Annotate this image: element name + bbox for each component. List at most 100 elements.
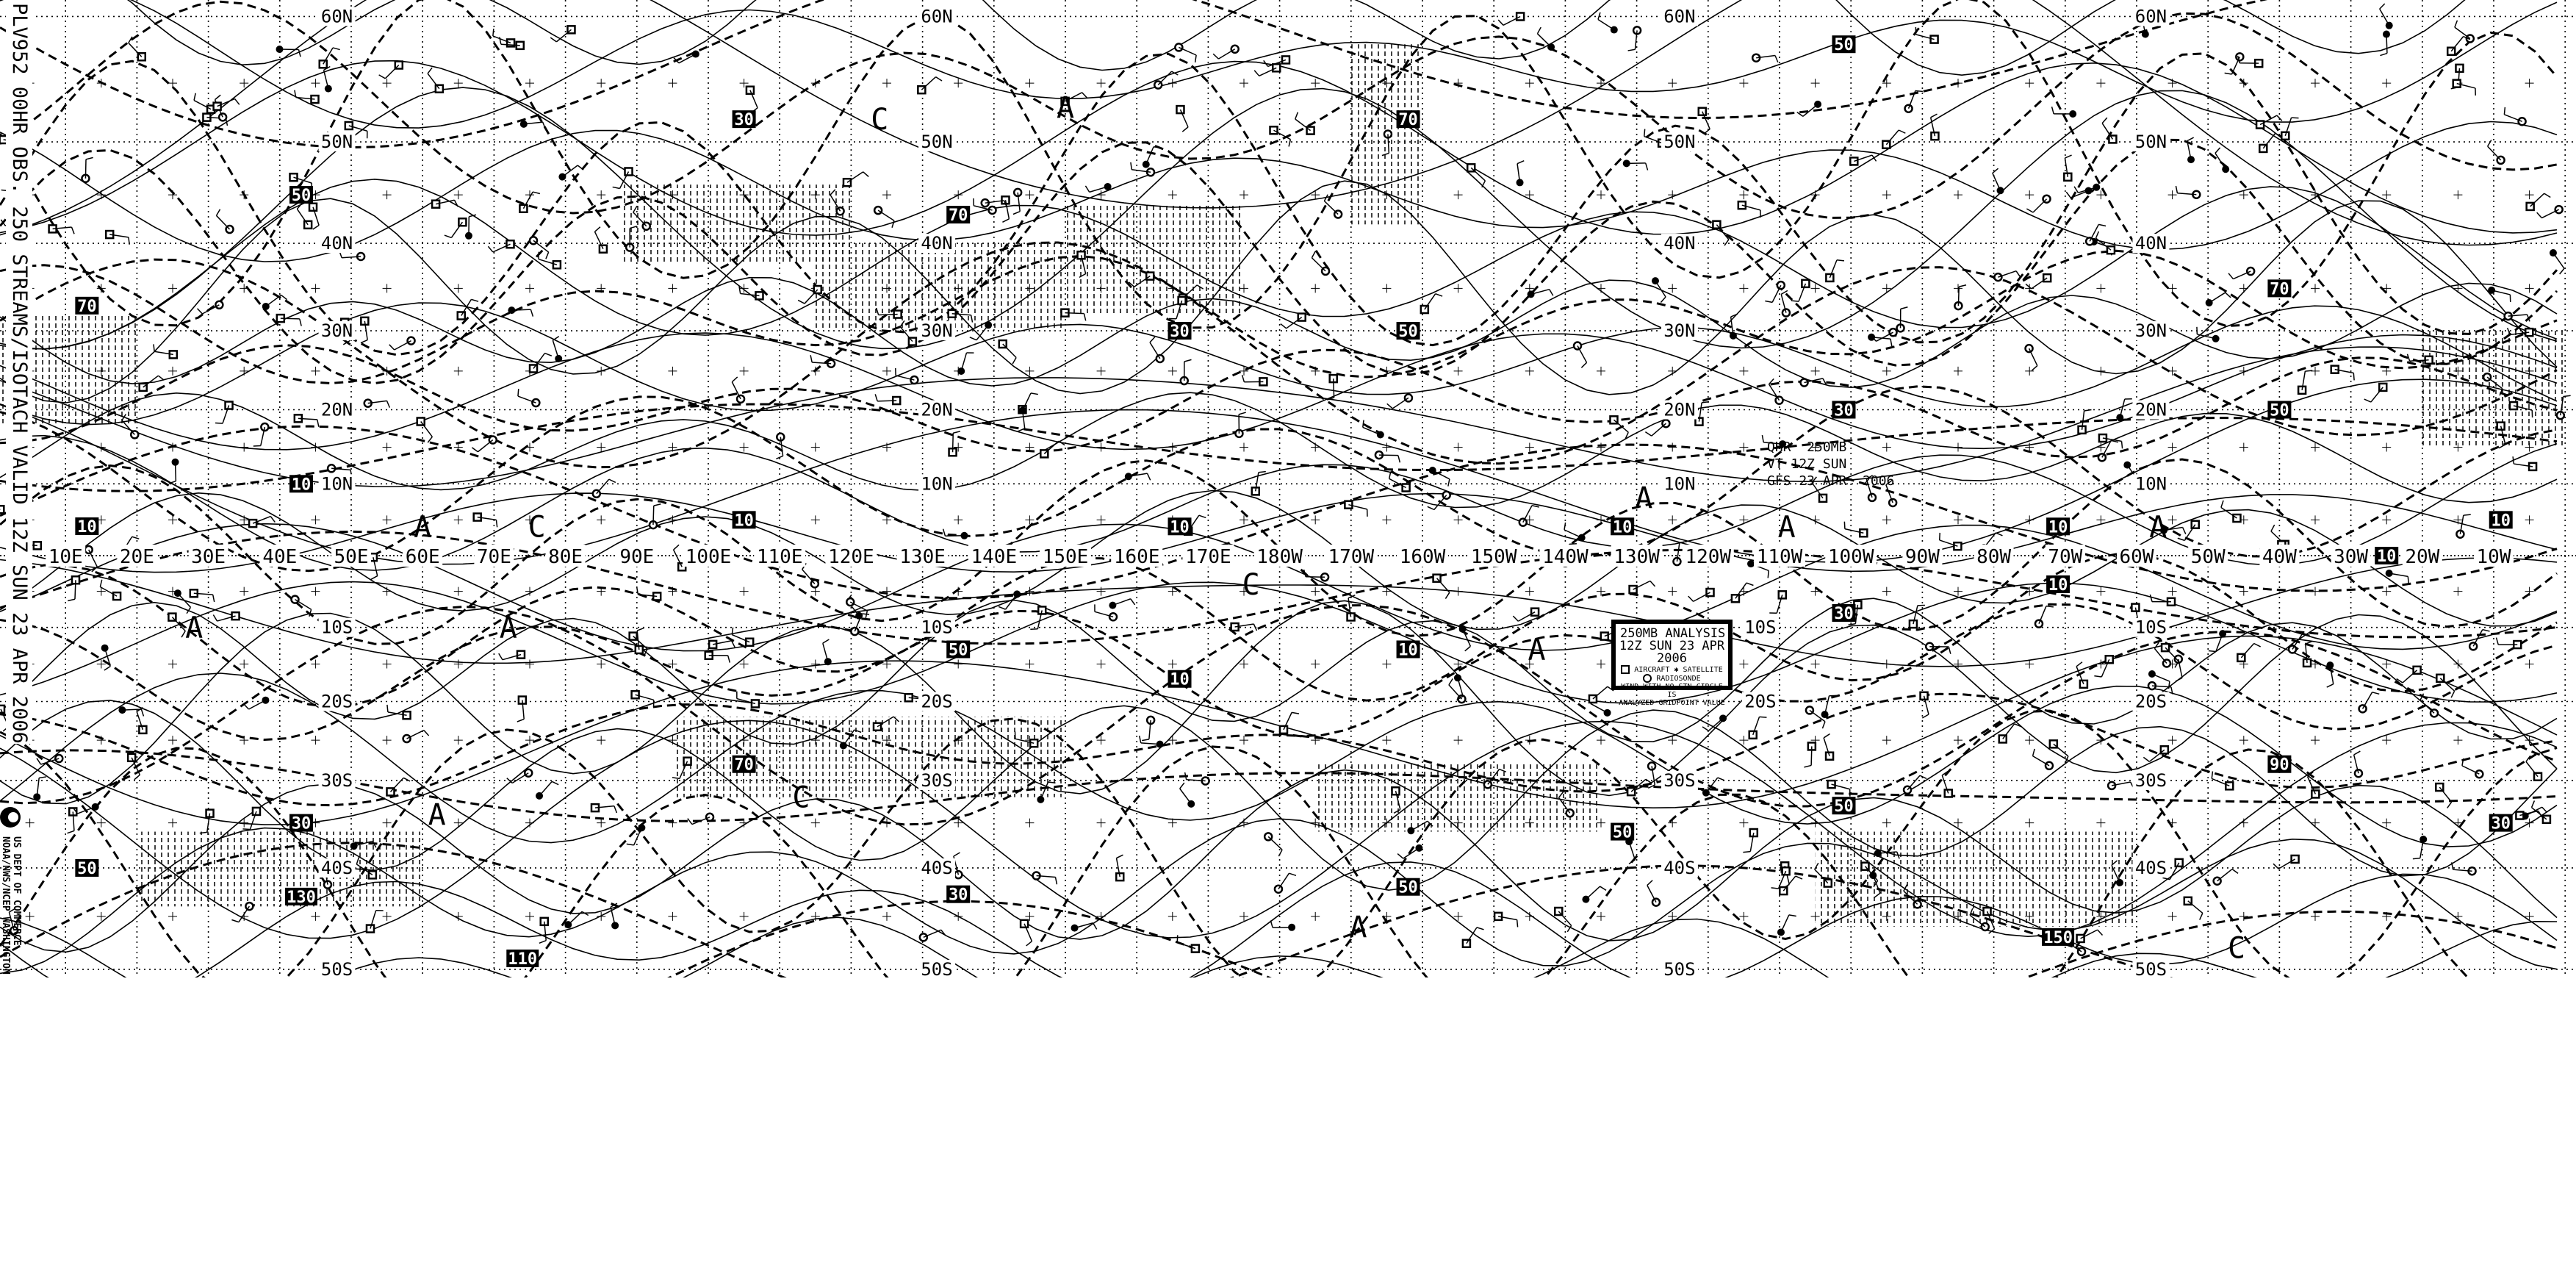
wind-barb-icon: [1186, 779, 1206, 782]
wind-barb-feather: [2208, 650, 2216, 653]
wind-barb-icon: [461, 299, 472, 316]
wind-barb-feather: [1873, 880, 1879, 888]
wind-barb-icon: [122, 708, 142, 711]
wind-barb-feather: [1280, 323, 1287, 329]
grid-cross-mark: [1096, 366, 1106, 376]
grid-cross-mark: [168, 366, 177, 376]
wind-barb-feather: [270, 516, 276, 523]
isotach-label-box: [2046, 517, 2070, 536]
wind-barb-feather: [2046, 605, 2054, 608]
wind-barb-icon: [899, 326, 913, 342]
wind-barb-feather: [1241, 375, 1245, 383]
wind-barb-icon: [193, 99, 212, 110]
wind-barb-icon: [1128, 473, 1148, 478]
wind-barb-feather: [2228, 273, 2234, 280]
grid-cross-mark: [453, 818, 463, 828]
wind-barb-feather: [1018, 428, 1026, 432]
latitude-label: 20S: [921, 692, 952, 712]
wind-barb-feather: [2499, 388, 2503, 396]
streamline: [0, 332, 2558, 451]
grid-cross-mark: [1096, 736, 1106, 745]
isotach-speed-label: 30: [734, 111, 754, 129]
wind-barb-feather: [2463, 514, 2471, 516]
wind-barb-icon: [2031, 277, 2048, 290]
grid-cross-mark: [2382, 190, 2392, 200]
credit-line-2: NOAA/NWS/NCEP WASHINGTON: [0, 836, 11, 975]
wind-barb-feather: [2015, 270, 2021, 278]
grid-cross-mark: [1739, 284, 1749, 293]
grid-cross-mark: [739, 190, 749, 200]
wind-barb-feather: [1348, 595, 1356, 599]
wind-barb-feather: [360, 339, 368, 344]
wind-barb-feather: [1702, 401, 1710, 403]
wind-barb-icon: [2510, 331, 2530, 336]
isotach-speed-label: 10: [1613, 518, 1633, 537]
wind-barb-feather: [85, 157, 93, 160]
latitude-label: 20S: [321, 692, 353, 712]
anticyclone-center-label: A: [500, 611, 517, 645]
longitude-label: 10E: [48, 546, 83, 568]
wind-barb-icon: [846, 171, 864, 183]
wind-barb-feather: [1030, 392, 1038, 395]
wind-barb-icon: [1004, 593, 1018, 610]
grid-cross-mark: [1810, 442, 1820, 452]
wind-barb-icon: [2560, 396, 2564, 416]
wind-barb-feather: [2454, 20, 2458, 28]
isotach-label-box: [1396, 110, 1420, 129]
grid-cross-mark: [1597, 659, 1605, 669]
wind-barb-feather: [1780, 290, 1788, 295]
isotach-line: [0, 603, 2558, 742]
wind-barb-feather: [1388, 471, 1392, 479]
wind-barb-icon: [202, 304, 220, 315]
wind-barb-icon: [136, 711, 144, 731]
wind-barb-icon: [1923, 695, 1929, 715]
wind-barb-feather: [2076, 661, 2083, 667]
wind-barb-icon: [1651, 423, 1666, 437]
wind-barb-feather: [1874, 892, 1881, 898]
longitude-label: 180W: [1256, 546, 1303, 568]
wind-barb-icon: [1149, 342, 1161, 359]
wind-barb-feather: [797, 299, 805, 304]
isotach-line: [0, 604, 2558, 826]
wind-barb-icon: [2002, 723, 2015, 739]
wind-barb-feather: [2111, 860, 2118, 866]
isotach-label-box: [284, 887, 317, 905]
wind-barb-feather: [1079, 273, 1087, 279]
wind-barb-feather: [1149, 337, 1156, 343]
latitude-label: 60N: [2135, 6, 2167, 26]
wind-barb-icon: [2301, 371, 2306, 390]
wind-barb-icon: [2215, 153, 2226, 170]
wind-barb-icon: [1411, 820, 1428, 831]
wind-barb-feather: [1303, 569, 1306, 577]
wind-barb-feather: [1084, 185, 1090, 193]
wind-barb-feather: [1048, 781, 1056, 784]
wind-barb-feather: [193, 93, 196, 101]
grid-cross-mark: [453, 586, 463, 596]
wind-barb-icon: [633, 636, 648, 650]
wind-barb-feather: [672, 777, 680, 780]
wind-barb-icon: [522, 700, 525, 720]
wind-barb-feather: [673, 544, 680, 550]
wind-barb-feather: [471, 298, 479, 302]
isotach-speed-label: 70: [949, 207, 968, 225]
wind-barb-feather: [1890, 338, 1893, 347]
wind-barb-icon: [1613, 419, 1629, 433]
aircraft-obs-icon: [745, 85, 755, 95]
isotach-line: [0, 241, 2558, 469]
isotach-label-box: [2267, 401, 2292, 419]
wind-barb-feather: [1258, 470, 1266, 473]
wind-barb-icon: [2361, 692, 2373, 709]
wind-barb-feather: [891, 220, 895, 229]
wind-barb-feather: [2353, 750, 2361, 756]
wind-barb-icon: [1802, 104, 1818, 117]
chart-title: PLV952 00HR OBS. 250 STREAMS/ISOTACH VAL…: [6, 3, 32, 744]
anticyclone-center-label: A: [414, 510, 431, 544]
wind-barb-icon: [1017, 192, 1021, 212]
wind-barb-feather: [1447, 478, 1450, 487]
wind-barb-icon: [740, 293, 760, 297]
wind-barb-icon: [323, 47, 334, 65]
wind-barb-icon: [635, 694, 654, 701]
wind-barb-feather: [1517, 160, 1525, 165]
wind-barb-icon: [72, 811, 75, 831]
wind-barb-feather: [68, 598, 76, 602]
